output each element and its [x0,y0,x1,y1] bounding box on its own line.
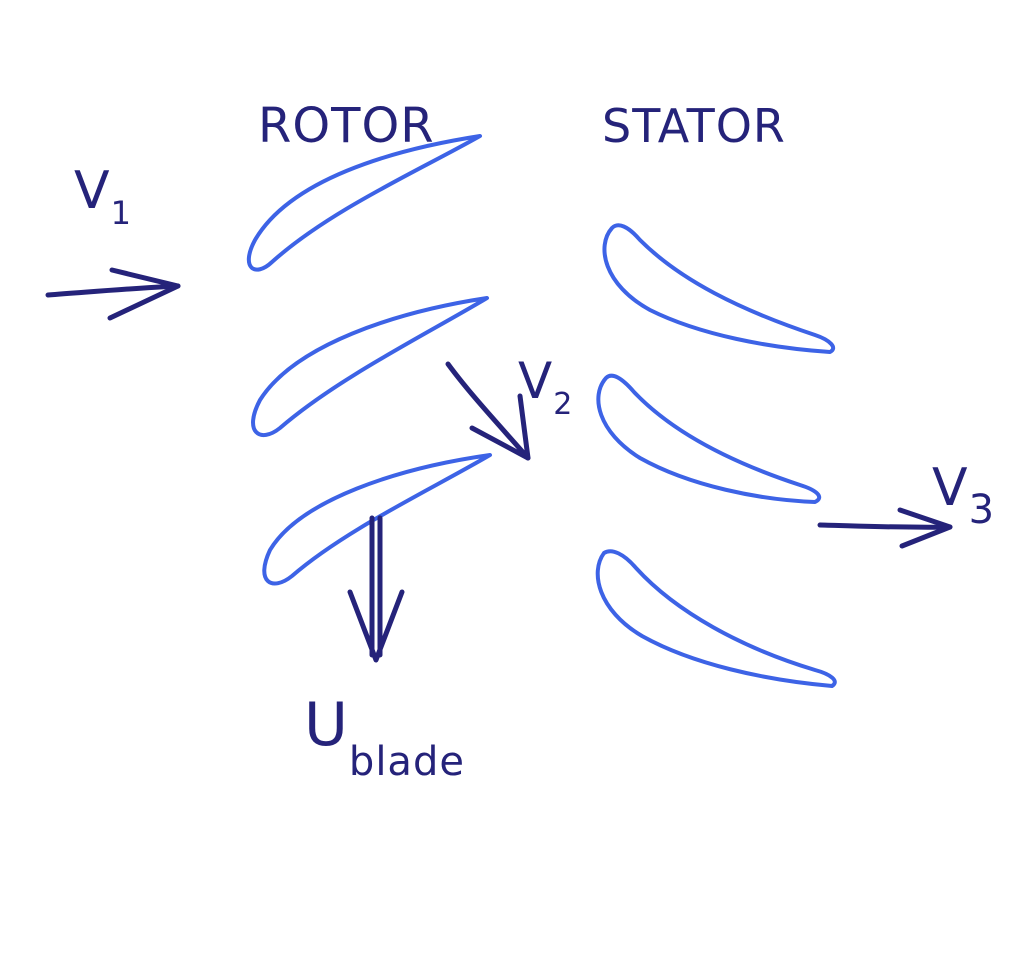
v3-label-main: V [932,458,969,518]
rotor-label: ROTOR [258,98,435,154]
v3-label: V3 [932,458,995,533]
v2-arrow [445,361,531,461]
v2-label-main: V [518,352,553,410]
rotor-blade-top [246,134,482,272]
stator-vanes [595,223,837,688]
v1-label-sub: 1 [111,194,132,232]
v2-label: V2 [518,352,573,422]
stator-vane-middle [596,373,822,504]
u-blade-label-sub: blade [349,739,465,785]
v1-arrow [45,267,181,321]
u-blade-label-main: U [304,690,349,760]
stator-vane-top [602,223,836,354]
stator-label: STATOR [602,99,786,153]
v1-label-main: V [74,161,111,221]
rotor-blade-bottom [262,453,492,586]
u-blade-arrow [347,515,405,663]
rotor-blades [246,134,492,586]
rotor-blade-middle [251,296,489,438]
v2-label-sub: 2 [553,387,573,422]
v3-arrow [817,507,953,549]
u-blade-label: Ublade [304,690,465,785]
v3-label-sub: 3 [969,487,995,533]
stator-vane-bottom [595,549,837,688]
v1-label: V1 [74,161,132,232]
